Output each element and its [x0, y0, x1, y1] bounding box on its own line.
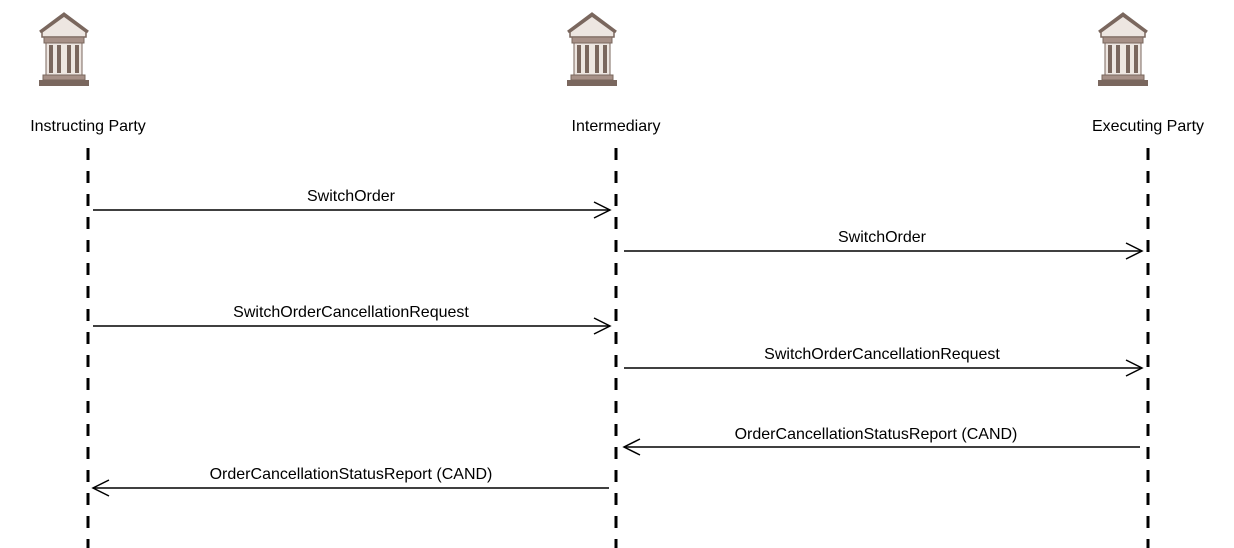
participant-instructing: Instructing Party [30, 12, 146, 548]
arrowhead [1125, 359, 1144, 377]
participant-executing: Executing Party [1092, 12, 1204, 548]
message-status-report-1: OrderCancellationStatusReport (CAND) [622, 426, 1140, 456]
participant-label: Intermediary [572, 118, 661, 135]
message-label: OrderCancellationStatusReport (CAND) [210, 466, 493, 483]
bank-building-icon [37, 12, 91, 88]
message-label: SwitchOrderCancellationRequest [233, 304, 469, 321]
message-cancellation-request-1: SwitchOrderCancellationRequest [93, 304, 612, 335]
bank-building-icon [565, 12, 619, 88]
arrowhead [1125, 242, 1144, 260]
participant-intermediary: Intermediary [565, 12, 661, 548]
message-switch-order-2: SwitchOrder [624, 229, 1144, 260]
message-status-report-2: OrderCancellationStatusReport (CAND) [91, 466, 609, 497]
message-switch-order-1: SwitchOrder [93, 188, 612, 219]
bank-building-icon [1096, 12, 1150, 88]
participant-label: Executing Party [1092, 118, 1204, 135]
arrowhead [593, 317, 612, 335]
message-label: OrderCancellationStatusReport (CAND) [735, 426, 1018, 443]
message-cancellation-request-2: SwitchOrderCancellationRequest [624, 346, 1144, 377]
arrowhead [622, 438, 641, 456]
arrowhead [593, 201, 612, 219]
participant-label: Instructing Party [30, 118, 146, 135]
message-label: SwitchOrder [838, 229, 927, 246]
message-label: SwitchOrder [307, 188, 396, 205]
message-label: SwitchOrderCancellationRequest [764, 346, 1000, 363]
arrowhead [91, 479, 110, 497]
